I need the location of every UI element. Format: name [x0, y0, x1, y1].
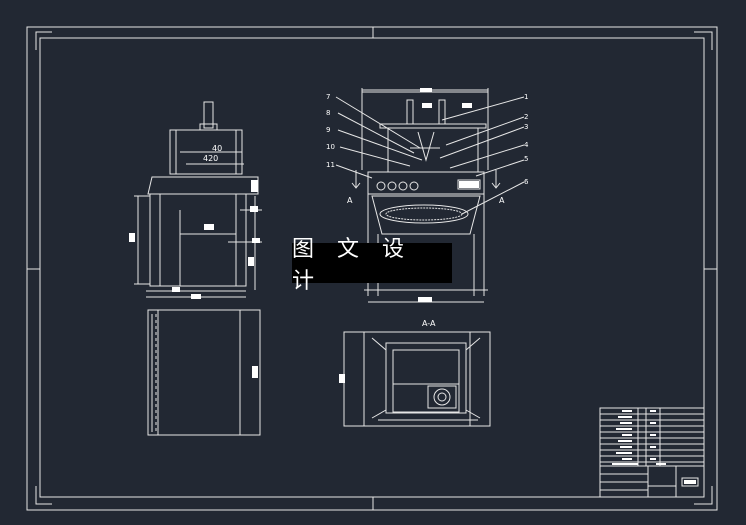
assembly-view: [335, 88, 525, 303]
part-number: 5: [524, 155, 528, 163]
part-number: 2: [524, 113, 528, 121]
watermark-text: 图 文 设 计: [292, 237, 412, 294]
section-aa-dim-box: [339, 374, 345, 383]
part-number: 8: [326, 109, 330, 117]
inner-border: [39, 37, 705, 498]
dimension-40: 40: [212, 144, 222, 153]
section-label-left: A: [347, 196, 353, 205]
part-number: 3: [524, 123, 528, 131]
part-number: 9: [326, 126, 330, 134]
dimension-420: 420: [203, 154, 218, 163]
corner-mark-br: [694, 486, 713, 505]
section-aa-view: [343, 331, 491, 427]
corner-mark-tr: [694, 31, 713, 50]
title-block-text-marks: [612, 410, 696, 484]
front-view-left: [134, 101, 262, 298]
plan-view-dim-box: [252, 366, 258, 378]
part-number: 1: [524, 93, 528, 101]
section-label-right: A: [499, 196, 505, 205]
corner-mark-tl: [35, 31, 52, 50]
corner-mark-bl: [35, 486, 52, 505]
assembly-dim-boxes: [418, 88, 479, 302]
front-view-dim-boxes: [129, 180, 260, 299]
plan-view-left: [147, 309, 261, 436]
section-view-title: A-A: [422, 319, 436, 328]
watermark-banner: 图 文 设 计: [292, 237, 452, 294]
part-number: 4: [524, 141, 529, 149]
part-number: 10: [326, 143, 335, 151]
part-number: 11: [326, 161, 335, 169]
part-number: 7: [326, 93, 330, 101]
title-block: [599, 407, 705, 498]
part-number: 6: [524, 178, 529, 186]
